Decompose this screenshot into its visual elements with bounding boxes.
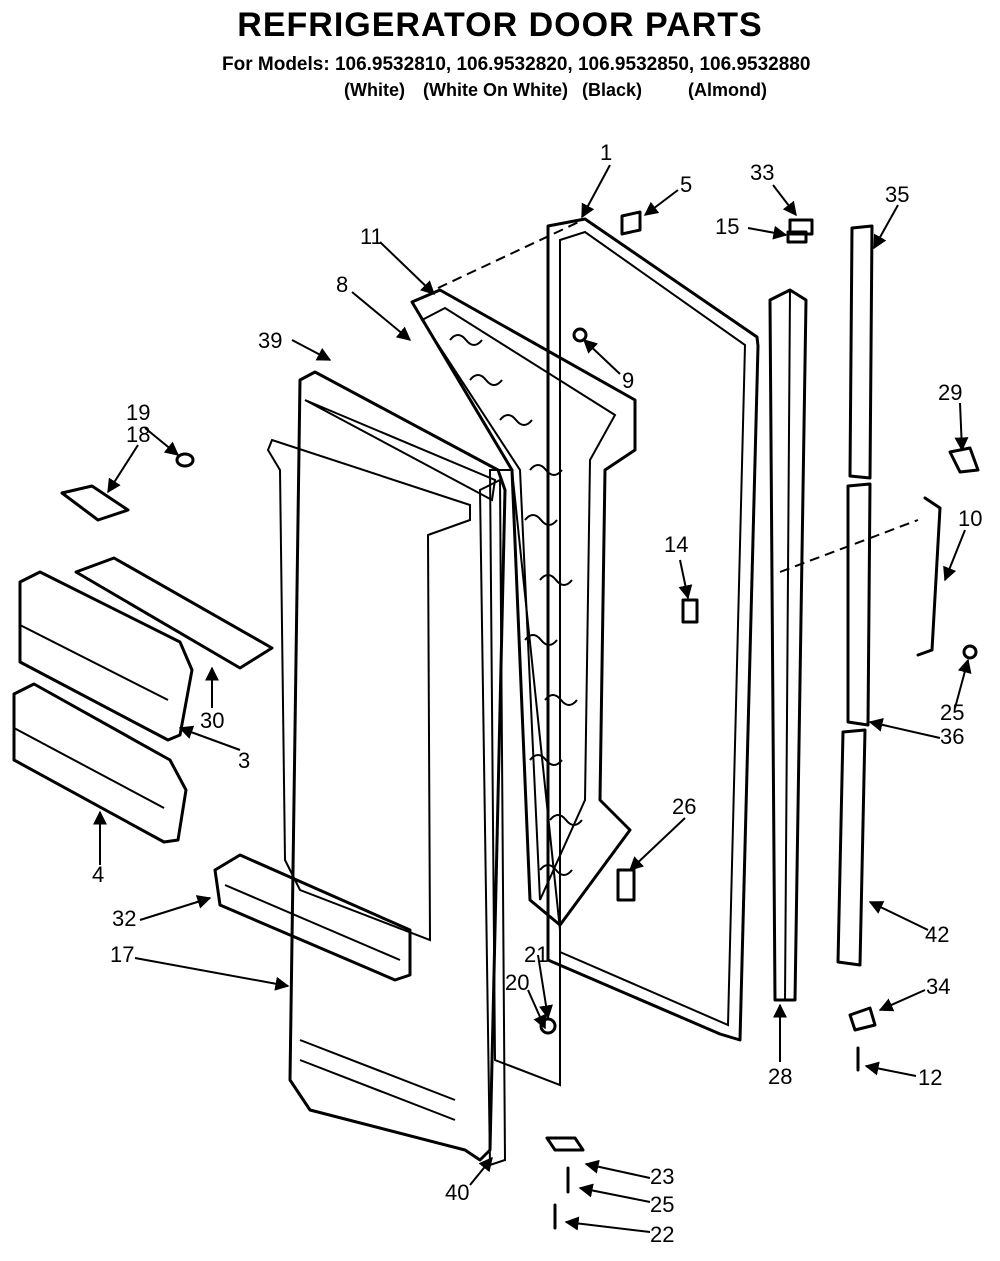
part-label-35: 35 bbox=[885, 182, 909, 207]
part-label-29: 29 bbox=[938, 380, 962, 405]
part-label-10: 10 bbox=[958, 506, 982, 531]
part-label-12: 12 bbox=[918, 1065, 942, 1090]
part-label-39: 39 bbox=[258, 328, 282, 353]
part-label-40: 40 bbox=[445, 1180, 469, 1205]
part-label-26: 26 bbox=[672, 794, 696, 819]
part-label-11: 11 bbox=[360, 224, 383, 249]
part-label-19: 19 bbox=[126, 400, 150, 425]
color-label-almond: (Almond) bbox=[688, 80, 767, 100]
handle-trims bbox=[836, 224, 874, 967]
color-label-black: (Black) bbox=[582, 80, 643, 100]
diagram-title: REFRIGERATOR DOOR PARTS bbox=[237, 6, 763, 44]
part-label-20: 20 bbox=[505, 970, 529, 995]
part-label-4: 4 bbox=[92, 862, 104, 887]
part-label-42: 42 bbox=[925, 922, 949, 947]
color-label-white-on-white: (White On White) bbox=[423, 80, 568, 100]
part-label-17: 17 bbox=[110, 942, 134, 967]
part-label-9: 9 bbox=[622, 368, 634, 393]
part-label-28: 28 bbox=[768, 1064, 792, 1089]
hardware-parts bbox=[60, 210, 980, 1230]
part-number-labels: 1 3 4 5 8 9 10 11 12 14 15 17 18 19 20 2… bbox=[92, 140, 982, 1247]
inner-door-liner bbox=[266, 370, 507, 1167]
part-label-1: 1 bbox=[600, 140, 612, 165]
bottom-bin bbox=[213, 853, 412, 982]
color-label-white: (White) bbox=[344, 80, 405, 100]
part-label-34: 34 bbox=[926, 974, 950, 999]
part-label-22: 22 bbox=[650, 1222, 674, 1247]
insulation-and-seal bbox=[410, 288, 637, 1087]
hinge-trim bbox=[768, 288, 808, 1002]
part-label-36: 36 bbox=[940, 724, 964, 749]
part-label-8: 8 bbox=[336, 272, 348, 297]
door-handle bbox=[779, 496, 942, 657]
models-line: For Models: 106.9532810, 106.9532820, 10… bbox=[222, 54, 811, 75]
part-label-32: 32 bbox=[112, 906, 136, 931]
part-label-25-upper: 25 bbox=[940, 700, 964, 725]
part-label-33: 33 bbox=[750, 160, 774, 185]
part-label-23: 23 bbox=[650, 1164, 674, 1189]
door-shelves bbox=[12, 556, 274, 844]
outer-door-panel bbox=[437, 217, 760, 1042]
callout-leaders bbox=[93, 164, 972, 1233]
part-label-21: 21 bbox=[524, 942, 548, 967]
part-label-25-lower: 25 bbox=[650, 1192, 674, 1217]
part-label-18: 18 bbox=[126, 422, 150, 447]
part-label-15: 15 bbox=[715, 214, 739, 239]
part-label-3: 3 bbox=[238, 748, 250, 773]
part-label-30: 30 bbox=[200, 708, 224, 733]
part-label-5: 5 bbox=[680, 172, 692, 197]
part-label-14: 14 bbox=[664, 532, 688, 557]
